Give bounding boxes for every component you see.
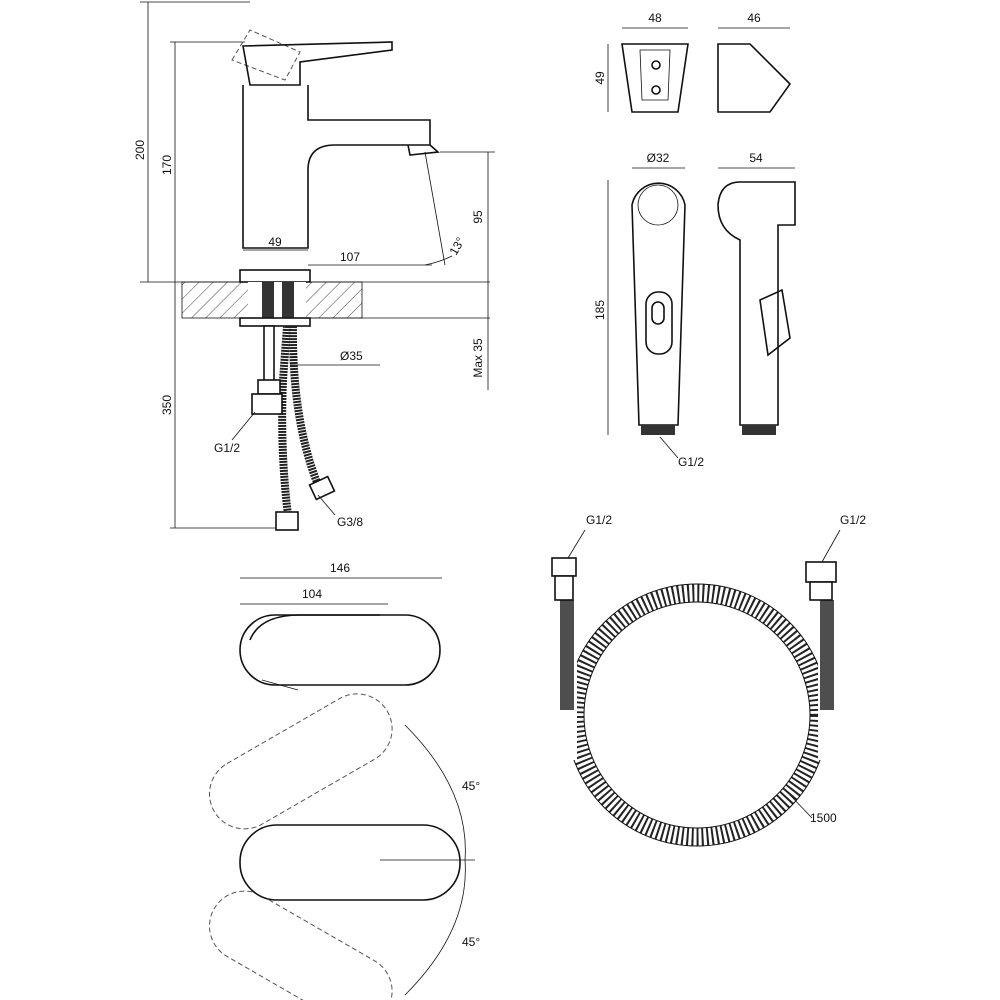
dim-holder-side-width: 46 [747, 11, 761, 25]
holder-views: 48 49 46 [593, 11, 792, 113]
dim-spout-reach: 107 [340, 250, 360, 264]
dim-body-width: 49 [268, 235, 282, 249]
dim-hose-length: 350 [160, 395, 174, 415]
lever-rotation-view: 45° 45° [209, 693, 480, 1000]
label-hose-thread-left: G1/2 [586, 513, 612, 527]
dim-holder-front-width: 48 [648, 11, 662, 25]
dim-hole-diameter: Ø35 [340, 349, 363, 363]
dim-shower-length: 185 [593, 300, 607, 320]
lever-top-view: 146 104 [239, 561, 442, 691]
dim-overall-width: 146 [330, 561, 350, 575]
shower-head-views: Ø32 185 G1/2 54 [593, 151, 796, 469]
dim-shower-depth: 54 [749, 151, 763, 165]
faucet-side-view: 200 170 49 107 13° 95 Max 35 Ø35 [133, 1, 495, 531]
dim-rotation-up: 45° [462, 779, 480, 793]
dim-hose-length: 1500 [810, 811, 837, 825]
dim-holder-height: 49 [593, 71, 607, 85]
label-inlet-thread: G1/2 [214, 441, 240, 455]
label-shower-thread: G1/2 [678, 455, 704, 469]
dim-height-total: 200 [133, 140, 147, 160]
dim-lever-width: 104 [302, 587, 322, 601]
label-hose-thread-right: G1/2 [840, 513, 866, 527]
dim-height-spout: 170 [160, 155, 174, 175]
dim-max-counter: Max 35 [471, 338, 485, 378]
label-hose-thread: G3/8 [337, 515, 363, 529]
dim-shower-diameter: Ø32 [647, 151, 670, 165]
dim-spout-clearance: 95 [471, 210, 485, 224]
dim-rotation-down: 45° [462, 935, 480, 949]
dim-spout-angle: 13° [446, 235, 467, 258]
hose-coil: G1/2 G1/2 1500 [551, 513, 866, 847]
